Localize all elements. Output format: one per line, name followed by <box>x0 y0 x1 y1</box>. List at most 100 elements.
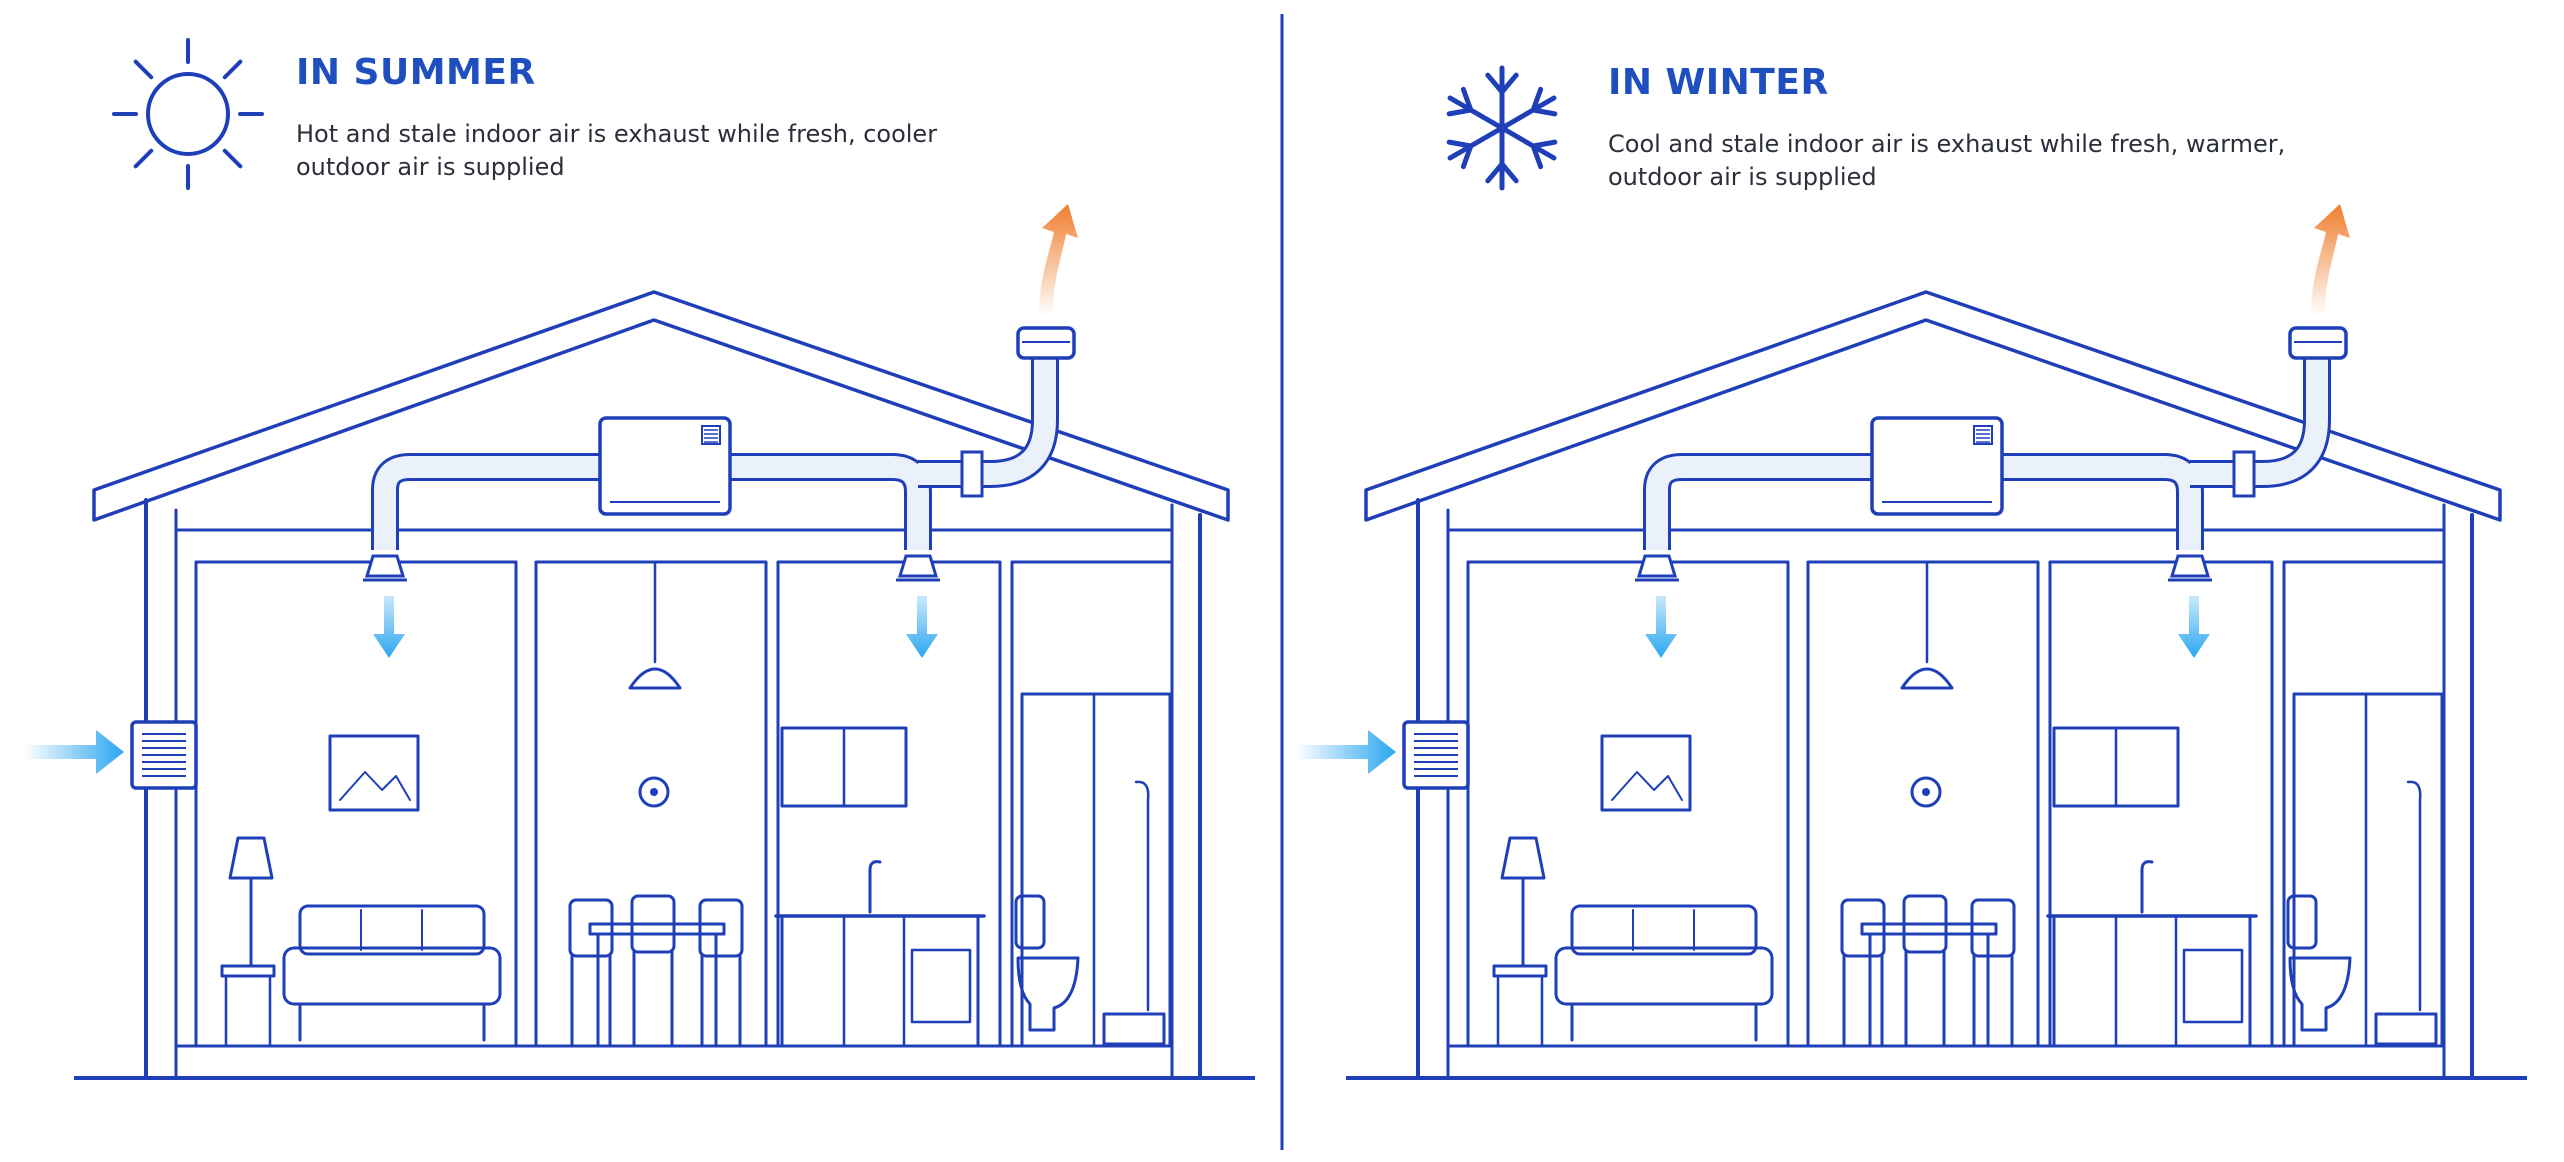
snowflake-branch <box>1460 86 1474 113</box>
snowflake-arm <box>1447 95 1505 131</box>
unit-grille <box>1973 425 1993 445</box>
room-1 <box>1466 560 1790 1048</box>
dining-chair <box>698 898 744 1046</box>
table-top <box>588 922 726 936</box>
chair-back <box>1902 894 1948 954</box>
duct-system <box>371 326 1076 550</box>
lamp-shade <box>228 836 274 880</box>
exhaust-up-arrow <box>1039 204 1078 316</box>
sofa-seat <box>1554 946 1774 1006</box>
panel-winter <box>1296 65 2527 1080</box>
room-2 <box>1806 560 2040 1048</box>
duct-coupling <box>2232 450 2256 498</box>
summer-title: IN SUMMER <box>296 52 536 93</box>
pendant-shade <box>1900 667 1954 690</box>
dining-chair <box>1970 898 2016 1046</box>
supply-down-arrow <box>373 596 405 658</box>
ventilation-unit <box>1870 416 2004 516</box>
sofa-back <box>298 904 486 956</box>
clock-center <box>650 788 658 796</box>
side-table-top <box>1492 964 1548 978</box>
wall-clock <box>638 776 670 808</box>
dining-chair <box>1840 898 1886 1046</box>
unit-housing <box>1870 416 2004 516</box>
ceiling-diffuser <box>2168 554 2212 582</box>
winter-description: Cool and stale indoor air is exhaust whi… <box>1608 130 2286 191</box>
table-top <box>1860 922 1998 936</box>
unit-housing <box>598 416 732 516</box>
kitchen <box>2046 726 2258 1048</box>
arrow-shape <box>2311 204 2350 316</box>
duct-outline <box>2002 453 2204 550</box>
shower-enclosure <box>2292 692 2444 1048</box>
chair-back <box>568 898 614 958</box>
roof <box>1364 290 2502 522</box>
duct-outline <box>1643 453 1876 550</box>
faucet <box>868 860 882 914</box>
arrow-shape <box>2178 596 2210 658</box>
snowflake-branch <box>1530 107 1558 117</box>
duct-body <box>1646 456 1876 550</box>
arrow-shape <box>1039 204 1078 316</box>
duct-system <box>1643 326 2348 550</box>
duct-body <box>374 456 604 550</box>
oven-door <box>2182 948 2244 1024</box>
room-1 <box>194 560 518 1048</box>
wall-vent <box>1402 720 1470 790</box>
pendant-lamp <box>628 562 682 690</box>
shower-hose <box>1134 780 1150 1012</box>
clock-face <box>638 776 670 808</box>
kitchen <box>774 726 986 1048</box>
pendant-shade <box>628 667 682 690</box>
clock-center <box>1922 788 1930 796</box>
snowflake-arm <box>1499 125 1557 161</box>
supply-down-arrow <box>1645 596 1677 658</box>
ceiling-diffuser <box>896 554 940 582</box>
snowflake-branch <box>1530 143 1544 170</box>
snowflake-branch <box>1530 86 1544 113</box>
side-table-top <box>220 964 276 978</box>
diffuser-body <box>364 554 406 578</box>
wall-picture <box>1600 734 1692 812</box>
exhaust-up-arrow <box>2311 204 2350 316</box>
sun-icon <box>112 38 264 190</box>
shower-tray <box>2374 1012 2438 1046</box>
summer-description: Hot and stale indoor air is exhaust whil… <box>296 120 938 181</box>
panel-summer <box>24 38 1255 1080</box>
floor-lamp <box>1492 836 1548 1046</box>
oven-door <box>910 948 972 1024</box>
duct-outline <box>730 453 932 550</box>
fresh-air-inflow-arrow <box>24 730 124 774</box>
wall-picture <box>328 734 420 812</box>
snowflake-branch <box>1499 161 1519 184</box>
arrow-shape <box>906 596 938 658</box>
snowflake-branch <box>1485 72 1505 95</box>
arrow-shape <box>373 596 405 658</box>
wall-vent <box>130 720 198 790</box>
snowflake-arm <box>1499 95 1557 131</box>
roof-outline <box>92 290 1230 522</box>
dining-chair <box>568 898 614 1046</box>
toilet-tank <box>2286 894 2318 950</box>
diffuser-body <box>2169 554 2211 578</box>
diffuser-body <box>897 554 939 578</box>
arrow-shape <box>1645 596 1677 658</box>
toilet-tank <box>1014 894 1046 950</box>
bathroom <box>2286 692 2444 1048</box>
room-2 <box>534 560 768 1048</box>
chair-back <box>1840 898 1886 958</box>
wall-clock <box>1910 776 1942 808</box>
sofa-back <box>1570 904 1758 956</box>
lamp-shade <box>1500 836 1546 880</box>
chair-back <box>698 898 744 958</box>
snowflake-branch <box>1446 139 1474 149</box>
dining-table <box>588 922 726 1046</box>
shower-hose <box>2406 780 2422 1012</box>
diffuser-body <box>1636 554 1678 578</box>
sofa-seat <box>282 946 502 1006</box>
sofa <box>282 904 502 1042</box>
chair-back <box>1970 898 2016 958</box>
snowflake-branch <box>1460 143 1474 170</box>
faucet <box>2140 860 2154 914</box>
